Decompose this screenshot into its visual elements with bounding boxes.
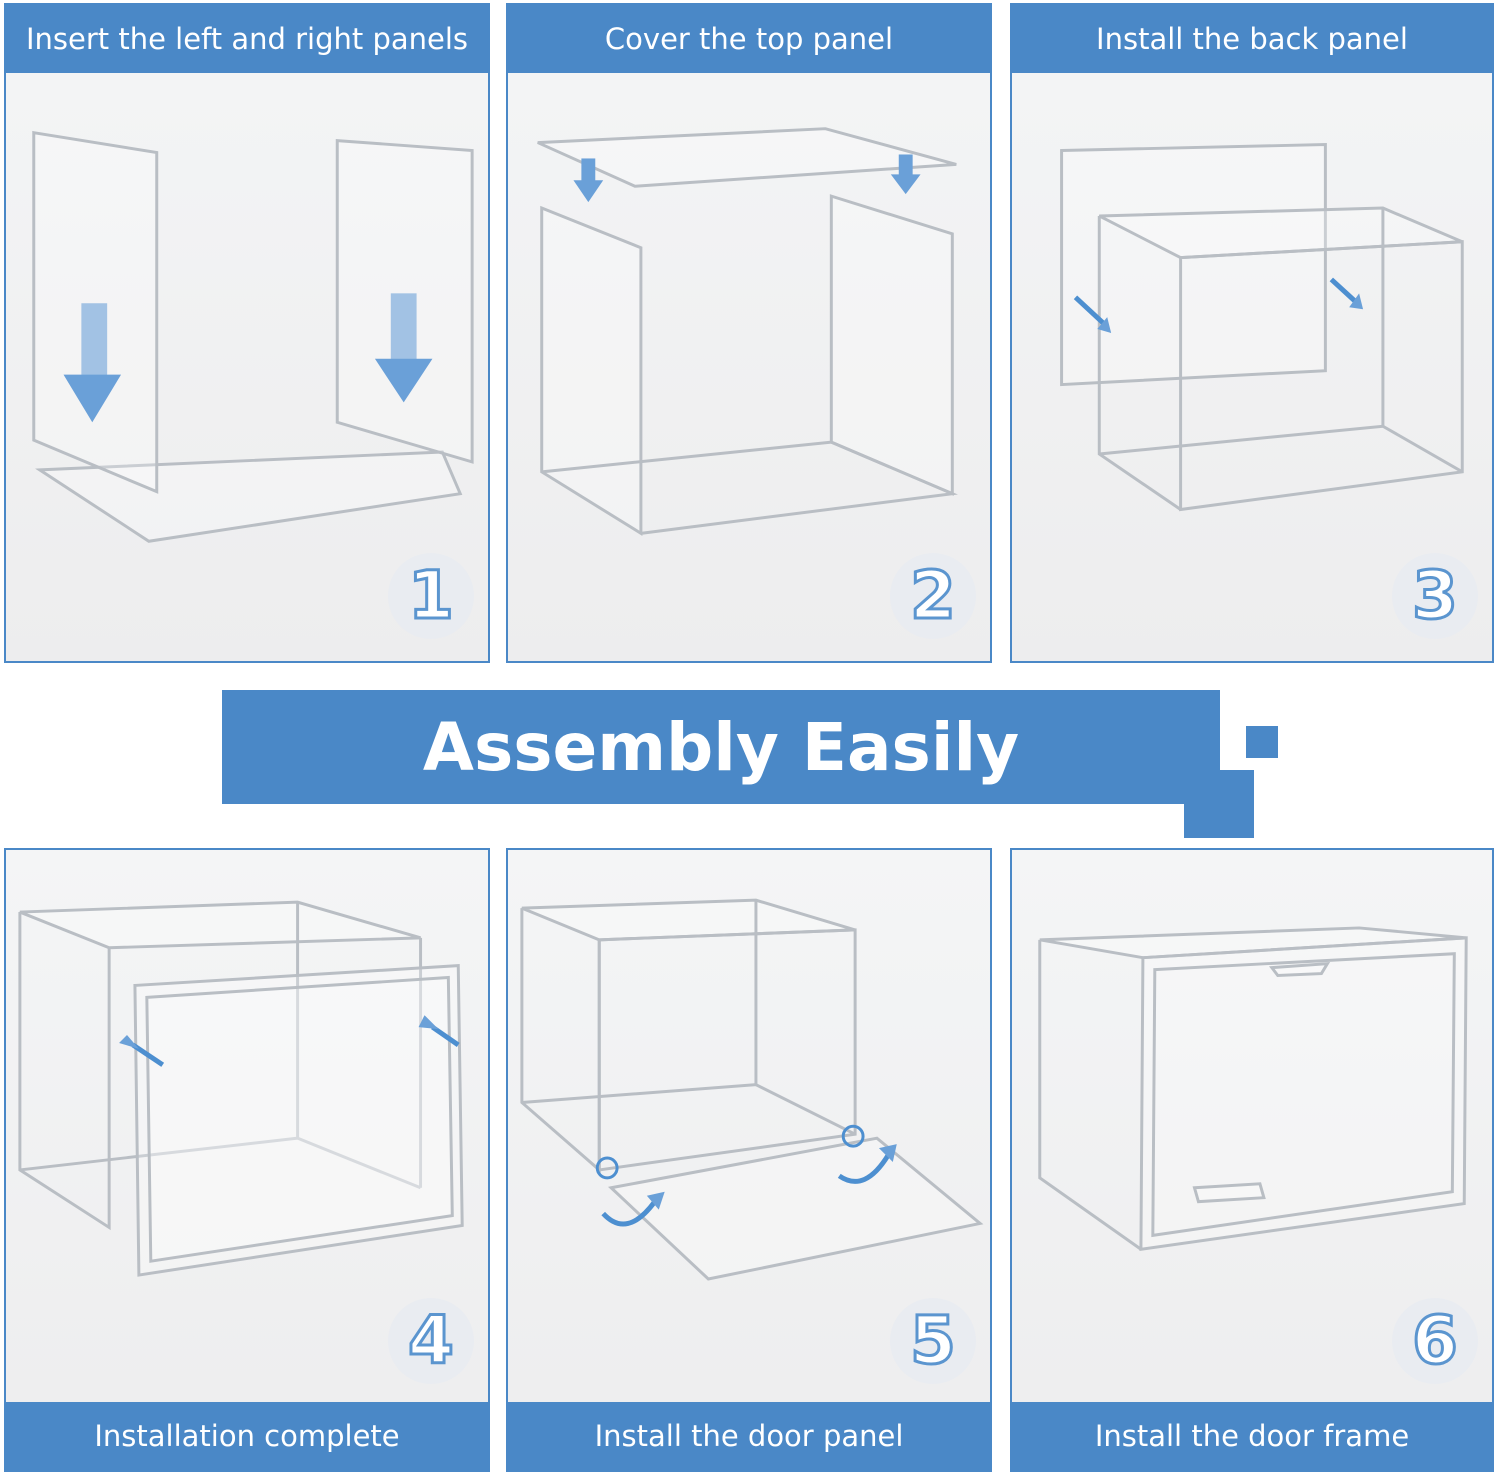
step-1-number: 1 [407, 557, 456, 634]
step-4-panel: 4 Installation complete [4, 848, 490, 1472]
step-5-label: Install the door panel [508, 1402, 990, 1470]
step-1-panel: Insert the left and right panels 1 [4, 3, 490, 663]
step-1-number-badge: 1 [388, 553, 474, 639]
assembly-headline-banner: Assembly Easily [222, 690, 1220, 804]
assembly-headline: Assembly Easily [422, 708, 1020, 786]
step-3-panel: Install the back panel 3 [1010, 3, 1494, 663]
step-2-label: Cover the top panel [508, 5, 990, 73]
step-2-number: 2 [909, 557, 958, 634]
step-6-illustration [1038, 926, 1468, 1251]
decor-square-small [1246, 726, 1278, 758]
step-1-label: Insert the left and right panels [6, 5, 488, 73]
step-2-panel: Cover the top panel 2 [506, 3, 992, 663]
step-6-number-badge: 6 [1392, 1298, 1478, 1384]
step-3-number-badge: 3 [1392, 553, 1478, 639]
step-2-illustration [537, 127, 958, 537]
step-6-number: 6 [1411, 1302, 1460, 1379]
decor-square-large [1184, 770, 1254, 838]
step-5-panel: 5 Install the door panel [506, 848, 992, 1472]
step-3-number: 3 [1411, 557, 1460, 634]
step-4-number: 4 [407, 1302, 456, 1379]
step-4-label: Installation complete [6, 1402, 488, 1470]
step-3-label: Install the back panel [1012, 5, 1492, 73]
step-5-number-badge: 5 [890, 1298, 976, 1384]
step-6-label: Install the door frame [1012, 1402, 1492, 1470]
step-5-illustration [520, 898, 984, 1281]
step-3-illustration [1060, 143, 1464, 512]
step-5-number: 5 [909, 1302, 958, 1379]
step-2-number-badge: 2 [890, 553, 976, 639]
step-4-illustration [18, 900, 464, 1277]
step-4-number-badge: 4 [388, 1298, 474, 1384]
step-1-illustration [32, 130, 474, 543]
step-6-panel: 6 Install the door frame [1010, 848, 1494, 1472]
